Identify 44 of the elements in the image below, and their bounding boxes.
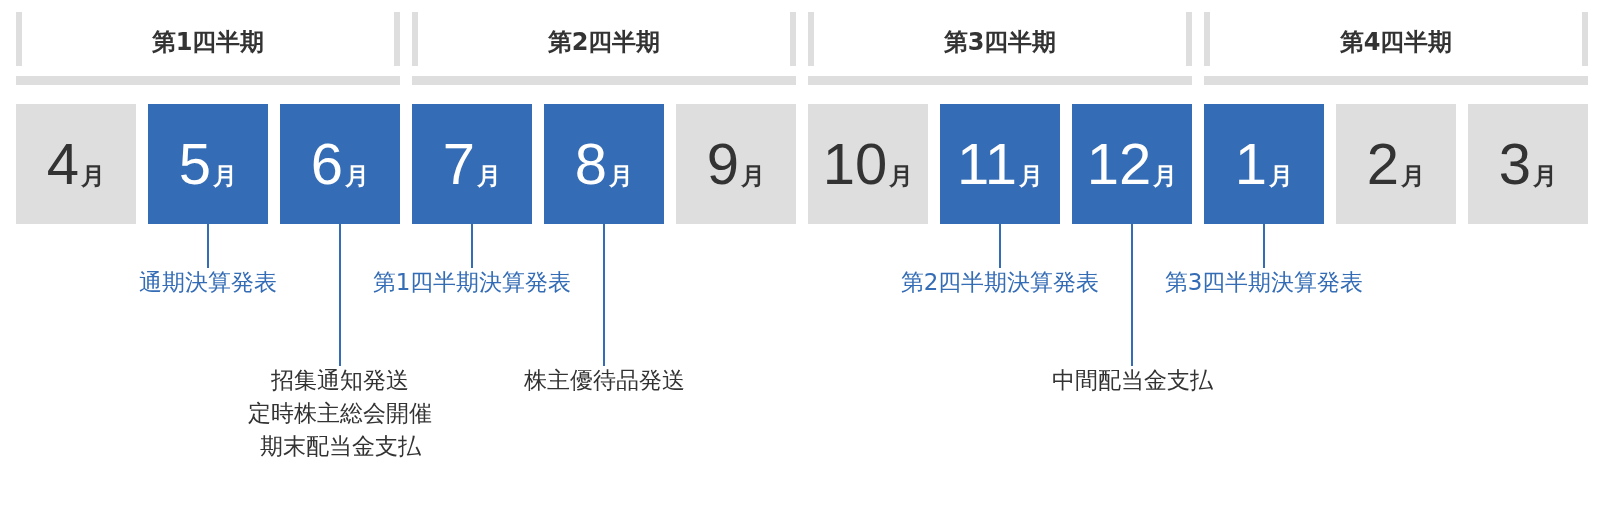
month-label: 1月 <box>1234 135 1294 193</box>
event-label: 期末配当金支払 <box>258 432 422 461</box>
month-label: 10月 <box>822 135 914 193</box>
event-label: 第3四半期決算発表 <box>1164 268 1364 297</box>
month-label: 6月 <box>310 135 370 193</box>
event-label: 招集通知発送 <box>270 366 410 395</box>
leader-line <box>1263 223 1265 269</box>
month-label: 12月 <box>1086 135 1178 193</box>
quarter-title: 第1四半期 <box>150 27 266 58</box>
month-label: 11月 <box>956 135 1044 193</box>
month-box <box>676 104 796 224</box>
month-box <box>1072 104 1192 224</box>
month-box <box>412 104 532 224</box>
quarter-title: 第4四半期 <box>1338 27 1454 58</box>
leader-line <box>471 223 473 269</box>
month-label: 4月 <box>46 135 106 193</box>
month-box <box>1336 104 1456 224</box>
event-label: 第1四半期決算発表 <box>372 268 572 297</box>
leader-line <box>603 223 605 367</box>
month-box <box>940 104 1060 224</box>
month-label: 8月 <box>574 135 634 193</box>
month-label: 2月 <box>1366 135 1426 193</box>
month-label: 5月 <box>178 135 238 193</box>
event-label: 通期決算発表 <box>139 268 277 297</box>
leader-line <box>1131 223 1133 367</box>
event-label: 定時株主総会開催 <box>248 399 432 428</box>
quarter-title: 第2四半期 <box>546 27 662 58</box>
leader-line <box>999 223 1001 269</box>
quarter-title: 第3四半期 <box>942 27 1058 58</box>
month-box <box>280 104 400 224</box>
month-box <box>1468 104 1588 224</box>
leader-line <box>339 223 341 367</box>
event-label: 中間配当金支払 <box>1051 366 1213 395</box>
month-box <box>808 104 928 224</box>
month-label: 7月 <box>442 135 502 193</box>
month-box <box>148 104 268 224</box>
month-label: 9月 <box>706 135 766 193</box>
month-box <box>544 104 664 224</box>
event-label: 第2四半期決算発表 <box>900 268 1100 297</box>
month-box <box>16 104 136 224</box>
month-box <box>1204 104 1324 224</box>
month-label: 3月 <box>1498 135 1558 193</box>
event-label: 株主優待品発送 <box>523 366 685 395</box>
leader-line <box>207 223 209 269</box>
